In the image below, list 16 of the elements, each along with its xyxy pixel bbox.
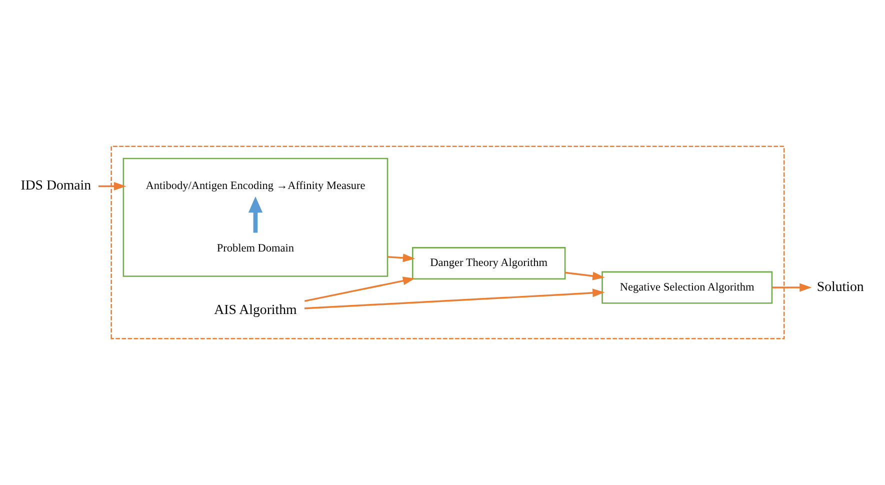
arrow xyxy=(248,196,263,233)
arrow xyxy=(387,254,416,262)
arrow xyxy=(772,283,812,292)
node-text: IDS Domain xyxy=(20,178,92,193)
node-box: Danger Theory Algorithm xyxy=(412,247,566,280)
node-text: Antibody/Antigen Encoding →Affinity Measure xyxy=(146,180,366,192)
arrow xyxy=(304,276,416,302)
cluster xyxy=(110,146,785,340)
arrow xyxy=(565,272,605,280)
arrow xyxy=(304,288,605,310)
node-text: Solution xyxy=(816,278,864,294)
node-box: Negative Selection Algorithm xyxy=(602,271,773,304)
arrow xyxy=(98,182,126,190)
node-text: Problem Domain xyxy=(216,242,294,255)
node-text: AIS Algorithm xyxy=(214,302,297,318)
cluster xyxy=(122,158,388,277)
